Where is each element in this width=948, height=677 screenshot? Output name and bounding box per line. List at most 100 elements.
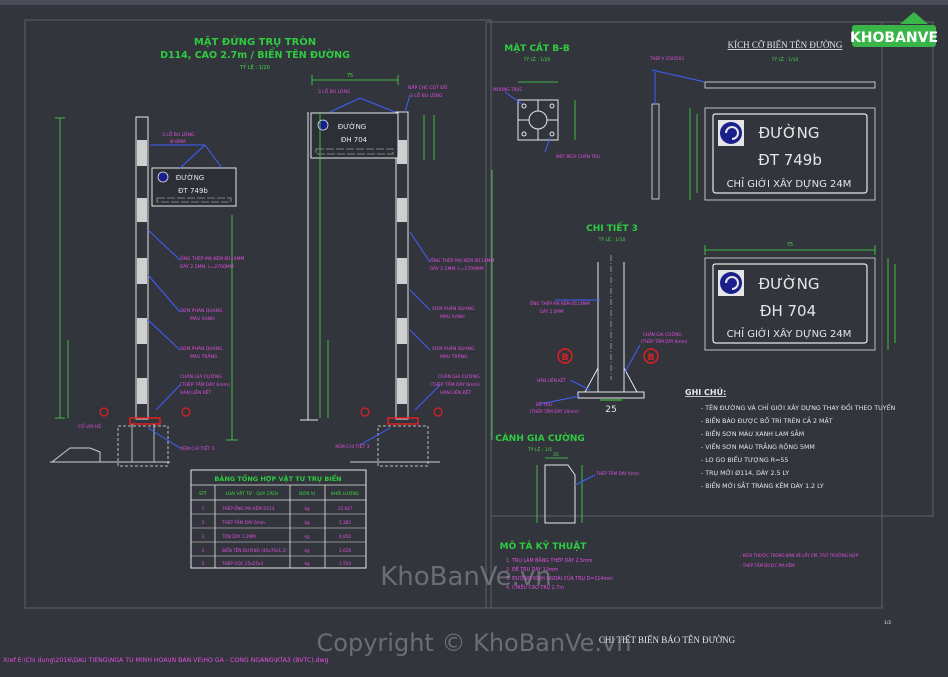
sign1-name: ĐT 749b: [758, 151, 822, 169]
paint-white-left-2: MÀU TRẮNG: [190, 352, 218, 360]
side-bar: [651, 103, 660, 200]
sign2-name: ĐH 704: [760, 302, 816, 320]
detail3-note-3: CHÂN GIA CƯỜNG: [643, 332, 682, 337]
table-cell: kg: [304, 548, 309, 553]
detail3-scale: TỶ LỆ : 1/10: [598, 235, 626, 243]
table-cell: kg: [304, 520, 309, 525]
description-item: 1. TRỤ LÀM BẰNG THÉP DÀY 2.5mm: [506, 556, 593, 564]
table-cell: kg: [304, 561, 309, 566]
table-cell: 3: [202, 534, 205, 539]
pole-elevation-left: [50, 116, 170, 467]
pipe-note-left-2: DÀY 2.5MM, L=2700MM: [180, 263, 234, 270]
sign-left-word: ĐƯỜNG: [176, 173, 204, 182]
table-frame: [190, 469, 367, 569]
ground-note: CỐ VỈA HÈ: [78, 422, 101, 430]
sign-spec-2: ĐƯỜNG ĐH 704 CHỈ GIỚI XÂY DỰNG 24M: [704, 245, 876, 351]
pole-band: [137, 198, 147, 222]
section-marker-icon: [360, 407, 370, 417]
paint-blue-right: SƠN PHẢN QUANG: [432, 304, 475, 312]
foundation: [117, 425, 169, 467]
table-cell: 15.647: [338, 506, 353, 511]
leader: [155, 384, 181, 411]
leader: [574, 474, 596, 486]
leader: [147, 229, 181, 261]
sign-spec-1: ĐƯỜNG ĐT 749b CHỈ GIỚI XÂY DỰNG 24M: [704, 107, 876, 201]
table-cell: THÉP ỐNG MẠ KẼM D114: [221, 506, 275, 511]
page-number: 1/2: [884, 620, 891, 626]
base-plate: [387, 417, 419, 425]
logo-icon: [720, 272, 742, 294]
paint-white-right: SƠN PHẢN QUANG: [432, 344, 475, 352]
table-row: 3 TÔN DÀY 1.2MM kg 4.850: [202, 534, 352, 539]
table-header: ĐƠN VỊ: [299, 491, 315, 496]
paint-white-right-2: MÀU TRẮNG: [440, 352, 468, 360]
bolt-sub-left: Ø 6MM: [170, 138, 186, 145]
pole-band: [137, 258, 147, 284]
stiffener-drawing: [536, 457, 596, 524]
stiffener-title: CÁNH GIA CƯỜNG: [495, 432, 585, 444]
section-scale: TỶ LỆ : 1/20: [523, 55, 551, 63]
stiffener-sub2-right: HÀN LIÊN KẾT: [440, 388, 472, 396]
watermark: KhoBanVe.vn: [380, 562, 552, 592]
paint-blue-right-2: MÀU XANH: [440, 313, 465, 320]
stiffener: [623, 367, 638, 393]
base-plate: [129, 417, 161, 425]
logo-badge: [852, 25, 936, 47]
detail3-note-7: (THÉP TẤM DÀY 10mm): [530, 409, 579, 414]
pole-band: [137, 318, 147, 344]
pole-elevation-right: [300, 111, 440, 467]
cap-note: NẮP CHE CỘT ĐỠ: [408, 83, 448, 91]
stiffener-sub-right: (THÉP TẤM DÀY 6mm): [430, 380, 480, 388]
note-item: - TRỤ MỚI Ø114, DÀY 2.5 LY: [701, 468, 789, 477]
section-marker-icon: [433, 407, 443, 417]
bolt-hole: [549, 103, 555, 109]
elevation-title-1: MẶT ĐỨNG TRỤ TRÒN: [194, 34, 316, 48]
sign-stripe: [156, 197, 232, 203]
pole-band: [397, 198, 407, 222]
note-item: - BIỂN BÁO ĐƯỢC BỐ TRÍ TRÊN CẢ 2 MẶT: [701, 415, 833, 425]
angle-steel-note: THÉP V 25X25X3: [649, 56, 684, 61]
logo-swoosh: [725, 276, 739, 290]
table-cell: THÉP TẤM DÀY 6mm: [221, 520, 265, 525]
pole-body: [395, 111, 409, 420]
logo-icon: [720, 122, 742, 144]
detail-ref-left: XEM CHI TIẾT 3: [180, 444, 215, 452]
table-header: KHỐI LƯỢNG: [331, 491, 359, 496]
sign-left: ĐƯỜNG ĐT 749b: [151, 167, 237, 207]
table-cell: TÔN DÀY 1.2MM: [221, 534, 256, 539]
table-cell: 5: [202, 561, 205, 566]
table-cell: 4.850: [339, 534, 351, 539]
sign-stripe: [315, 148, 394, 155]
leader: [544, 137, 551, 153]
sign-border: [712, 113, 868, 194]
pole-band: [397, 378, 407, 404]
base-plate: [577, 391, 645, 399]
table-cell: 1.385: [339, 520, 351, 525]
pole-band: [397, 140, 407, 164]
leader: [539, 395, 581, 405]
dimensions-left: [55, 117, 238, 441]
table-header: LOẠI VẬT TƯ - QUY CÁCH: [226, 491, 279, 496]
brand-logo[interactable]: KHOBANVE: [850, 12, 938, 47]
detail3-drawing: [539, 255, 645, 405]
sign-size-scale: TỶ LỆ : 1/10: [771, 55, 799, 63]
section-marker-icon: [99, 407, 109, 417]
cap-sub: 3 LỖ BU LÔNG: [410, 91, 443, 99]
leader: [147, 427, 181, 449]
bolt-hole: [521, 103, 527, 109]
logo-swoosh: [725, 126, 739, 140]
table-cell: 2.626: [339, 548, 351, 553]
detail3-note-4: (THÉP TẤM DÀY 6mm): [641, 339, 688, 344]
stiffener-note-left: CHÂN GIA CƯỜNG: [180, 373, 222, 380]
section-marker-label: B: [648, 353, 655, 363]
pole-body: [135, 116, 149, 420]
dimensions-right: [311, 75, 493, 440]
right-note: - KÍCH THƯỚC TRONG BẢN VẼ LẤY CM, TRỪ TR…: [740, 553, 859, 558]
section-marker-label: B: [562, 353, 569, 363]
sign2-word: ĐƯỜNG: [758, 274, 819, 293]
pipe-note-left: ỐNG THÉP MẠ KẼM Ø114MM: [180, 254, 244, 262]
pipe-note-right-2: DÀY 2.5MM, L=2700MM: [430, 265, 484, 272]
table-cell: 1.554: [339, 561, 351, 566]
section-marker-b-right-icon: [643, 348, 659, 364]
